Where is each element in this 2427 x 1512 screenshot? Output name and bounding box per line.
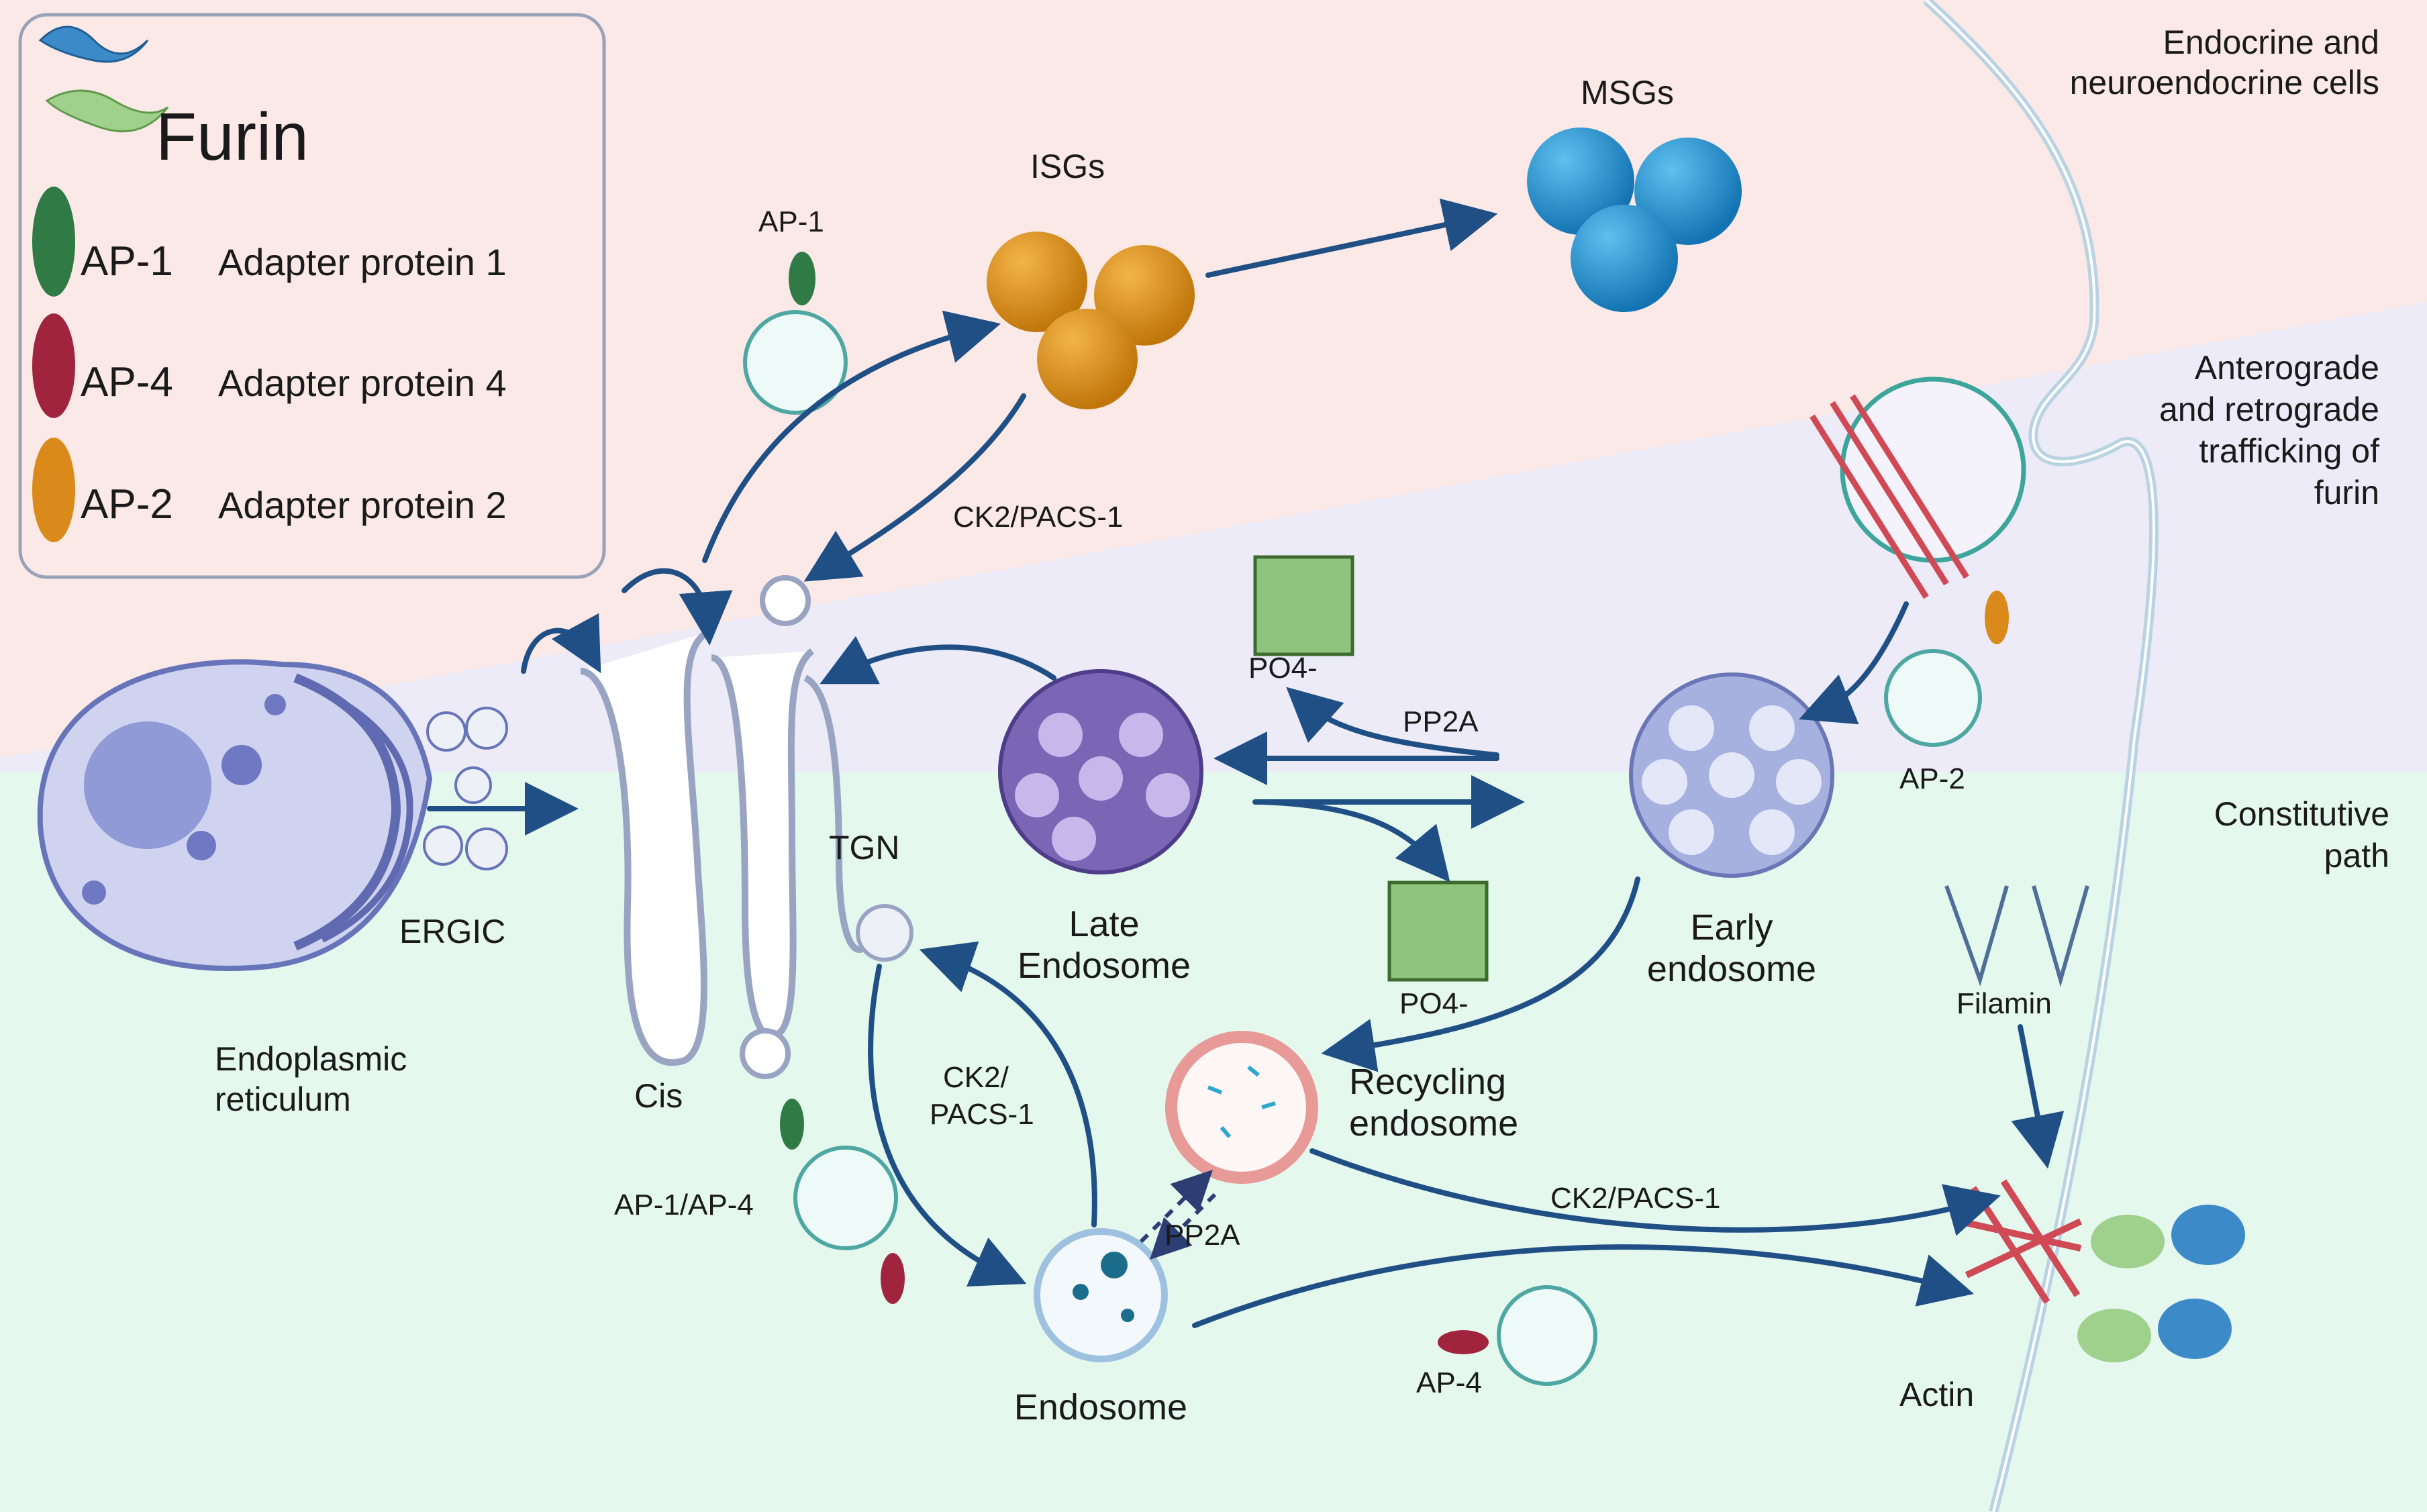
ap1-protein-icon [32, 187, 75, 297]
label-late-endosome-1: Late [1069, 904, 1139, 944]
arrow-to-po4-bottom [1259, 799, 1450, 883]
msgs-cluster [1527, 128, 1742, 312]
svg-text:Adapter protein 4: Adapter protein 4 [218, 362, 507, 404]
isgs-cluster [987, 232, 1195, 409]
recycling-endosome [1165, 1031, 1318, 1184]
svg-text:Adapter protein 1: Adapter protein 1 [218, 241, 507, 283]
svg-text:path: path [2324, 837, 2389, 874]
diagram-labels: MSGs ISGs AP-1 CK2/PACS-1 PO4- PP2A AP-2… [215, 74, 2052, 1427]
arrow-golgi-to-isgs [702, 310, 1001, 563]
svg-text:trafficking of: trafficking of [2199, 432, 2379, 470]
svg-text:furin: furin [2314, 474, 2379, 511]
legend-item-ap1: AP-1 Adapter protein 1 [32, 187, 507, 297]
region-labels: Endocrine and neuroendocrine cells Anter… [2070, 23, 2389, 874]
arrow-late-to-tgn [820, 636, 1056, 685]
arrow-membrane-to-early [1799, 601, 1909, 725]
region-anterograde-background [0, 302, 2427, 778]
label-po4-top: PO4- [1248, 652, 1318, 685]
late-endosome [998, 669, 1203, 874]
label-ck2-mid-1: CK2/ [943, 1061, 1009, 1094]
label-filamin: Filamin [1957, 987, 2052, 1020]
furin-icon [38, 26, 169, 133]
svg-text:AP-1: AP-1 [81, 238, 173, 285]
po4-top-square [1253, 555, 1354, 656]
label-ap2: AP-2 [1899, 762, 1965, 795]
label-actin: Actin [1899, 1376, 1974, 1413]
arrow-early-to-recycling [1321, 876, 1640, 1072]
label-er-1: Endoplasmic [215, 1040, 407, 1078]
golgi-apparatus [580, 575, 869, 1079]
legend-title: Furin [156, 99, 309, 174]
svg-text:AP-4: AP-4 [81, 359, 173, 405]
membrane-furin [2077, 1205, 2245, 1362]
arrow-endosome-to-recycling [1139, 1170, 1213, 1244]
ap2-protein-icon [32, 438, 75, 542]
label-po4-bottom: PO4- [1399, 987, 1469, 1020]
arrow-endosome-to-actin [1192, 1244, 1974, 1328]
label-late-endosome-2: Endosome [1018, 946, 1191, 986]
svg-text:Adapter protein 2: Adapter protein 2 [218, 484, 507, 526]
arrow-golgi-loop-1 [521, 613, 601, 674]
arrow-isgs-to-golgi [803, 393, 1026, 582]
arrow-recycling-to-actin [1309, 1148, 2001, 1236]
ap4-coated-vesicle [1438, 1285, 1597, 1386]
svg-text:Anterograde: Anterograde [2195, 349, 2379, 387]
po4-bottom-square [1387, 880, 1489, 982]
label-msgs: MSGs [1581, 74, 1674, 111]
arrow-pp2a-po4 [1286, 687, 1499, 758]
svg-text:AP-2: AP-2 [81, 481, 173, 527]
label-ck2-top: CK2/PACS-1 [953, 501, 1124, 534]
arrow-endosome-to-tgn [919, 941, 1097, 1227]
early-endosome [1629, 672, 1834, 878]
label-early-endosome-1: Early [1690, 907, 1773, 948]
ap1-ap4-coated-vesicle [780, 1099, 905, 1304]
label-ap4: AP-4 [1416, 1366, 1482, 1399]
label-endosome: Endosome [1014, 1387, 1187, 1427]
label-ap1-ap4: AP-1/AP-4 [614, 1189, 754, 1221]
arrow-recycling-to-endosome [1150, 1193, 1217, 1260]
tgn-vesicle [856, 904, 913, 962]
ergic-vesicles [423, 707, 508, 870]
arrow-golgi-loop-2 [622, 568, 733, 646]
label-early-endosome-2: endosome [1647, 949, 1816, 989]
ap1-coated-vesicle [743, 252, 848, 415]
endoplasmic-reticulum [37, 659, 433, 971]
label-recycling-1: Recycling [1349, 1062, 1506, 1102]
arrows [427, 198, 2065, 1328]
legend-item-ap4: AP-4 Adapter protein 4 [32, 313, 507, 418]
label-ap1-top: AP-1 [758, 205, 824, 238]
label-isgs: ISGs [1030, 148, 1105, 185]
endosome [1034, 1228, 1168, 1362]
label-cis: Cis [634, 1077, 683, 1115]
legend-item-ap2: AP-2 Adapter protein 2 [32, 438, 507, 542]
svg-text:and retrograde: and retrograde [2159, 391, 2379, 428]
label-ck2-bottom: CK2/PACS-1 [1550, 1182, 1721, 1215]
label-pp2a-top: PP2A [1403, 705, 1479, 738]
arrow-tgn-to-endosome [868, 964, 1027, 1287]
svg-text:neuroendocrine cells: neuroendocrine cells [2070, 64, 2379, 101]
label-er-2: reticulum [215, 1080, 351, 1118]
actin-filaments [1959, 1179, 2083, 1304]
label-pp2a-bottom: PP2A [1165, 1219, 1240, 1252]
label-tgn: TGN [829, 829, 900, 866]
legend: Furin AP-1 Adapter protein 1 AP-4 Adapte… [18, 13, 606, 579]
label-ck2-mid-2: PACS-1 [930, 1098, 1034, 1131]
clathrin-coated-pit [1810, 376, 2026, 599]
svg-text:Constitutive: Constitutive [2214, 795, 2389, 833]
arrow-filamin-to-actin [2011, 1024, 2065, 1169]
label-recycling-2: endosome [1349, 1103, 1518, 1144]
label-ergic: ERGIC [399, 913, 505, 950]
ap2-coated-vesicle [1884, 591, 2009, 747]
filamin [1944, 885, 2089, 987]
ap4-protein-icon [32, 313, 75, 418]
svg-text:Endocrine and: Endocrine and [2163, 23, 2379, 61]
arrow-isgs-to-msgs [1205, 198, 1498, 278]
